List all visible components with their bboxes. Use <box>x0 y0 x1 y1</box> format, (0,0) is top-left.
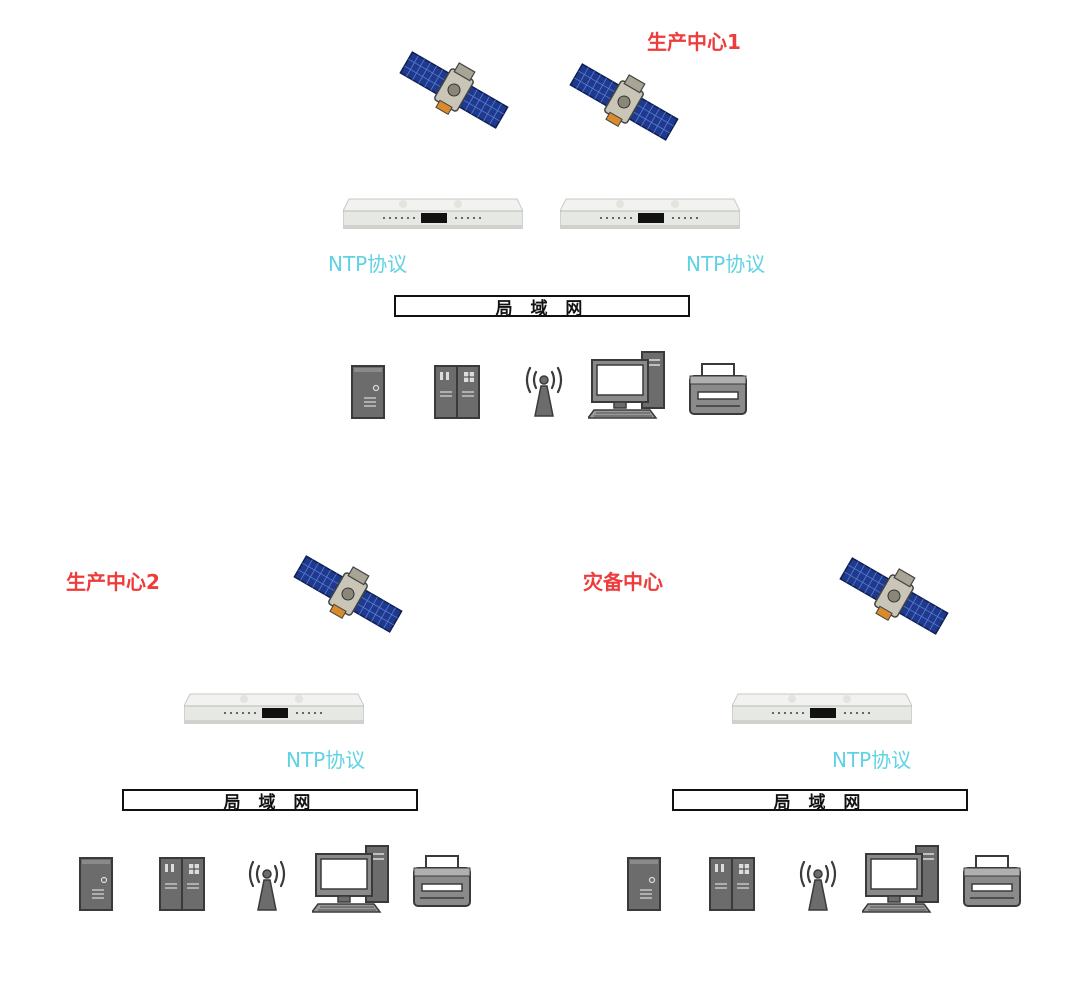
satellite-icon <box>838 556 950 636</box>
server-cabinet-icon <box>158 856 208 912</box>
desktop-computer-icon <box>588 350 668 420</box>
lan-label: 局 域 网 <box>773 792 867 813</box>
server-tower-icon <box>626 856 666 912</box>
ntp-protocol-label: NTP协议 <box>686 252 766 276</box>
ntp-server-icon <box>732 690 912 726</box>
wireless-antenna-icon <box>798 856 838 912</box>
printer-icon <box>686 362 750 418</box>
server-tower-icon <box>78 856 118 912</box>
site-title: 生产中心1 <box>647 30 741 54</box>
ntp-protocol-label: NTP协议 <box>832 748 912 772</box>
lan-label: 局 域 网 <box>223 792 317 813</box>
satellite-icon <box>568 62 680 142</box>
lan-bar: 局 域 网 <box>394 295 690 319</box>
ntp-server-icon <box>343 195 523 231</box>
lan-bar: 局 域 网 <box>672 789 968 813</box>
printer-icon <box>410 854 474 910</box>
lan-bar: 局 域 网 <box>122 789 418 813</box>
server-cabinet-icon <box>433 364 483 420</box>
site-title: 灾备中心 <box>583 570 663 594</box>
printer-icon <box>960 854 1024 910</box>
ntp-protocol-label: NTP协议 <box>328 252 408 276</box>
ntp-protocol-label: NTP协议 <box>286 748 366 772</box>
lan-label: 局 域 网 <box>495 298 589 319</box>
wireless-antenna-icon <box>524 362 564 418</box>
server-cabinet-icon <box>708 856 758 912</box>
desktop-computer-icon <box>862 844 942 914</box>
satellite-icon <box>398 50 510 130</box>
desktop-computer-icon <box>312 844 392 914</box>
server-tower-icon <box>350 364 390 420</box>
site-title: 生产中心2 <box>66 570 160 594</box>
wireless-antenna-icon <box>247 856 287 912</box>
ntp-server-icon <box>560 195 740 231</box>
ntp-server-icon <box>184 690 364 726</box>
satellite-icon <box>292 554 404 634</box>
